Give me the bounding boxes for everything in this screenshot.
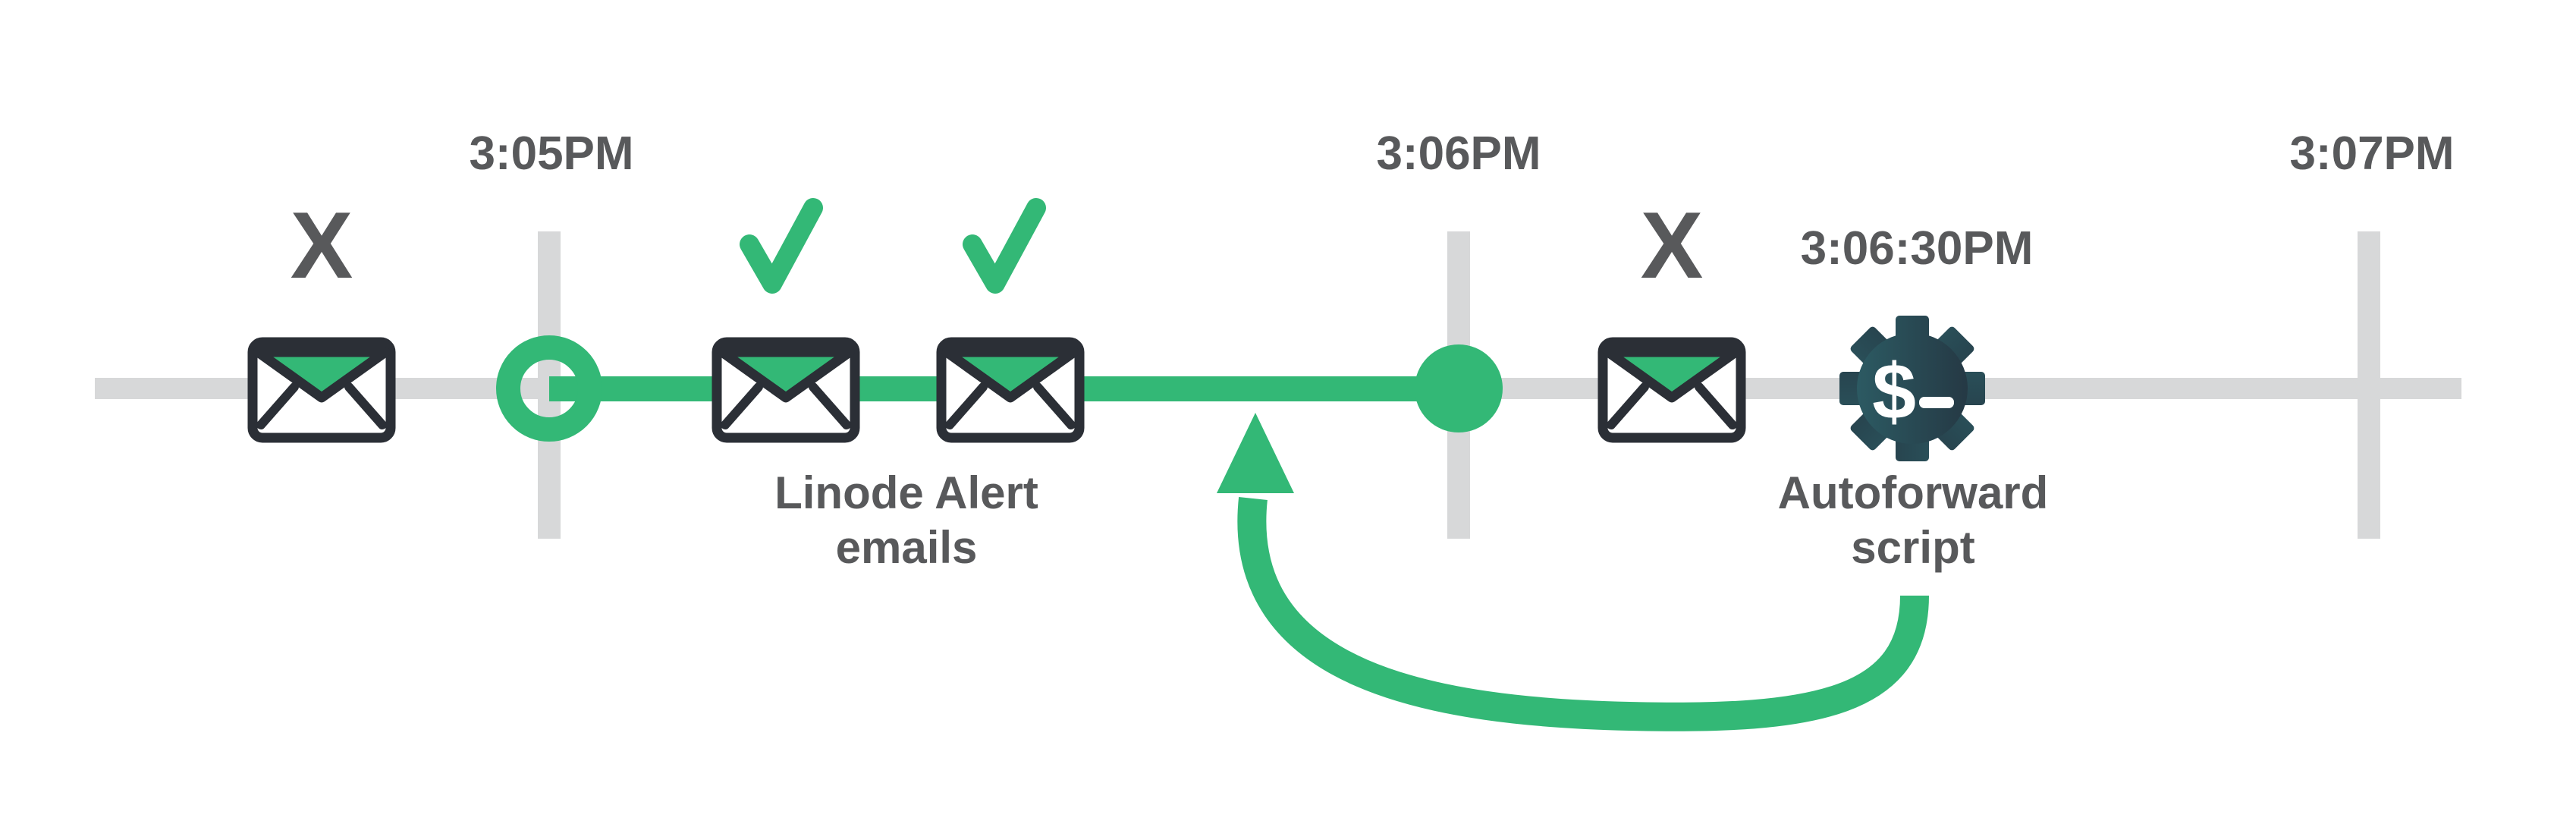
autoforward-caption-line1: Autoforward (1777, 467, 2049, 518)
tick-label-307: 3:07PM (2289, 127, 2455, 180)
gear-underscore-glyph (1919, 397, 1954, 408)
envelope-icon-failed-before (253, 342, 391, 438)
failed-mark-after: X (1640, 193, 1704, 298)
autoforward-caption-line2: script (1851, 522, 1975, 573)
checkmark-icon-1 (749, 208, 813, 284)
end-dot-marker (1415, 344, 1503, 432)
envelope-icon-failed-after (1603, 342, 1741, 438)
failed-mark-before: X (290, 193, 353, 298)
start-ring-marker (496, 335, 602, 442)
autoforward-caption: Autoforward script (1778, 466, 2049, 575)
alert-emails-caption: Linode Alert emails (774, 466, 1038, 575)
alert-emails-caption-line2: emails (835, 522, 978, 573)
envelope-icon-delivered-1 (717, 342, 855, 438)
gear-script-icon: $ (1839, 316, 1985, 461)
tick-label-306: 3:06PM (1376, 127, 1541, 180)
envelope-icon-delivered-2 (941, 342, 1079, 438)
checkmark-icon-2 (972, 208, 1036, 284)
autoforward-time-label: 3:06:30PM (1800, 222, 2034, 275)
loopback-arrow-icon (1217, 413, 1929, 731)
tick-label-305: 3:05PM (469, 127, 634, 180)
alert-emails-caption-line1: Linode Alert (774, 467, 1038, 518)
gear-dollar-glyph: $ (1872, 348, 1916, 436)
